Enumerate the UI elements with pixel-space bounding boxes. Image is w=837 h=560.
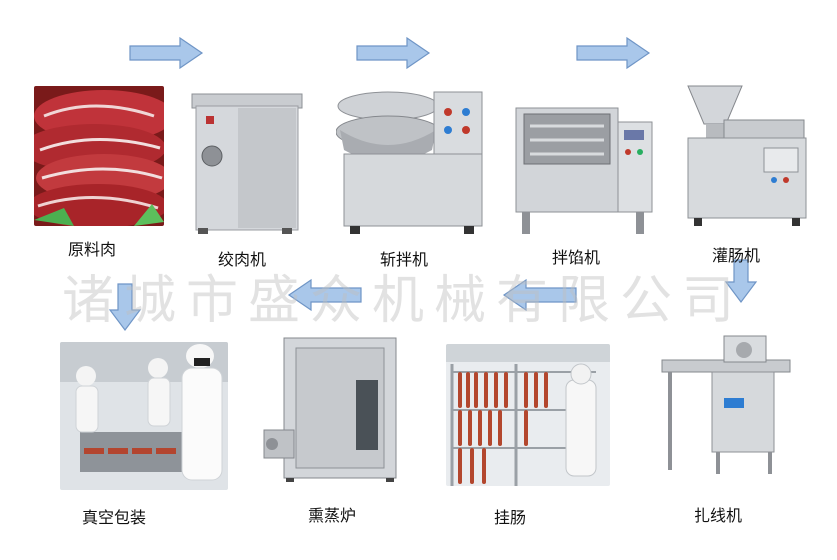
sausage-filler-photo bbox=[682, 80, 814, 230]
step-label: 斩拌机 bbox=[380, 250, 429, 269]
hanging-sausage-photo bbox=[446, 344, 610, 486]
step-bowl-chopper: 斩拌机 bbox=[336, 86, 486, 269]
step-label: 真空包装 bbox=[82, 508, 147, 527]
arrow-down-icon bbox=[724, 259, 758, 303]
raw-meat-photo bbox=[34, 86, 164, 226]
step-smokehouse: 熏蒸炉 bbox=[258, 334, 400, 525]
smokehouse-photo bbox=[258, 334, 400, 484]
sausage-tying-machine-photo bbox=[660, 334, 792, 480]
vacuum-packing-photo bbox=[60, 342, 228, 490]
step-label: 挂肠 bbox=[494, 508, 527, 527]
meat-grinder-photo bbox=[188, 86, 308, 236]
step-raw-meat: 原料肉 bbox=[34, 86, 164, 259]
step-label: 原料肉 bbox=[68, 240, 117, 259]
step-label: 拌馅机 bbox=[552, 248, 601, 267]
step-mixer: 拌馅机 bbox=[508, 94, 658, 267]
step-hanging-sausage: 挂肠 bbox=[446, 344, 610, 527]
arrow-right-icon bbox=[576, 36, 651, 70]
mixer-photo bbox=[508, 94, 658, 240]
step-label: 灌肠机 bbox=[712, 246, 761, 265]
step-label: 绞肉机 bbox=[218, 250, 267, 269]
step-sausage-filler: 灌肠机 bbox=[682, 80, 814, 266]
step-label: 熏蒸炉 bbox=[308, 506, 357, 525]
arrow-down-icon bbox=[108, 283, 142, 331]
arrow-right-icon bbox=[356, 36, 431, 70]
step-sausage-tying: 扎线机 bbox=[660, 334, 792, 525]
step-vacuum-packing: 真空包装 bbox=[60, 342, 228, 527]
arrow-right-icon bbox=[129, 36, 204, 70]
arrow-left-icon bbox=[502, 278, 577, 312]
step-label: 扎线机 bbox=[694, 506, 743, 525]
arrow-left-icon bbox=[287, 278, 362, 312]
bowl-chopper-photo bbox=[336, 86, 486, 238]
step-meat-grinder: 绞肉机 bbox=[188, 86, 308, 269]
